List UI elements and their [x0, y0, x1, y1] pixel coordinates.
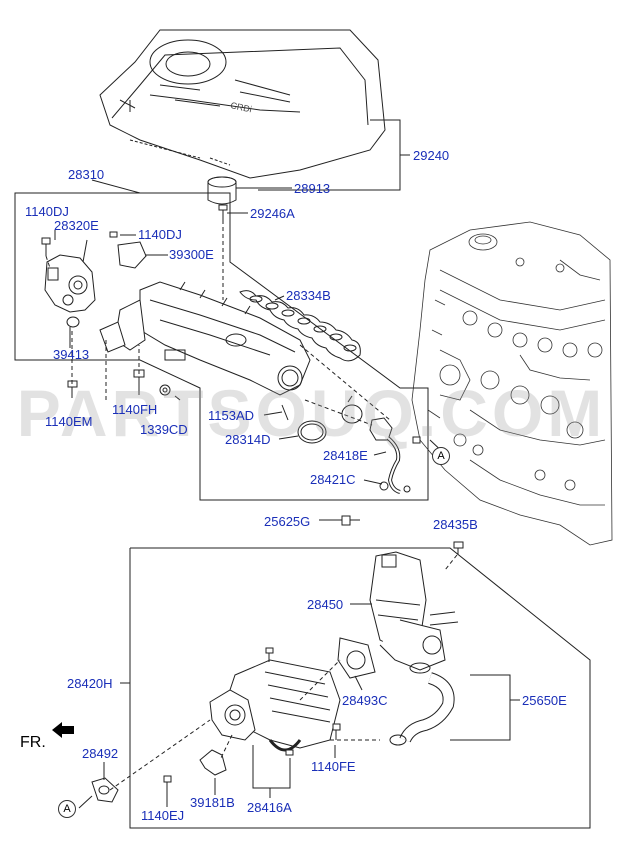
upper-group-frame — [14, 179, 429, 501]
part-label-39181B[interactable]: 39181B — [190, 795, 235, 810]
part-label-28435B[interactable]: 28435B — [433, 517, 478, 532]
actuator-28320E — [44, 254, 96, 313]
part-label-28450[interactable]: 28450 — [307, 597, 344, 612]
part-label-28314D[interactable]: 28314D — [225, 432, 271, 447]
ring-clamp — [341, 395, 363, 424]
egr-valve-28450 — [369, 551, 459, 671]
washer-1339CD — [159, 384, 171, 396]
watermark: PARTSOUQ.COM — [16, 376, 607, 450]
bolt-28435B — [453, 541, 464, 555]
bracket-39181B — [199, 749, 227, 776]
lower-group-frame — [120, 547, 591, 829]
bolt-upper-right — [412, 436, 421, 444]
part-label-28418E[interactable]: 28418E — [323, 448, 368, 463]
bolt-1140DJ-left — [41, 237, 51, 256]
part-label-1140DJ-left[interactable]: 1140DJ — [25, 204, 69, 219]
sensor-39300E — [109, 231, 147, 269]
bolt-1140EJ — [163, 775, 172, 790]
oil-filler-cap — [207, 176, 237, 205]
leader-lines — [54, 119, 520, 809]
gasket-28492 — [91, 777, 119, 803]
bolt-25625G — [341, 515, 360, 526]
connector-marker-a-upper: A — [432, 447, 450, 465]
hose-28418E — [369, 417, 411, 494]
part-label-28310[interactable]: 28310 — [68, 167, 105, 182]
part-label-25650E[interactable]: 25650E — [522, 693, 567, 708]
part-label-28416A[interactable]: 28416A — [247, 800, 292, 815]
part-label-28420H[interactable]: 28420H — [67, 676, 113, 691]
gasket-28493C — [337, 637, 376, 679]
part-label-39300E[interactable]: 39300E — [169, 247, 214, 262]
part-label-1339CD[interactable]: 1339CD — [140, 422, 188, 437]
svg-text:CRDi: CRDi — [230, 100, 253, 114]
pin-1153AD — [281, 404, 289, 421]
o-ring-28314D — [297, 420, 327, 444]
part-label-28334B[interactable]: 28334B — [286, 288, 331, 303]
part-label-39413[interactable]: 39413 — [53, 347, 90, 362]
part-label-1140FE[interactable]: 1140FE — [311, 759, 356, 774]
engine-cover: CRDi — [99, 29, 386, 179]
part-label-1153AD[interactable]: 1153AD — [208, 408, 255, 423]
dashed-leaders-upper — [45, 220, 391, 426]
bolt-1140FE — [332, 723, 341, 740]
intake-manifold — [99, 281, 311, 396]
part-label-1140EJ[interactable]: 1140EJ — [141, 808, 185, 823]
part-label-1140FH[interactable]: 1140FH — [112, 402, 158, 417]
engine-block — [411, 221, 613, 546]
front-direction-label: FR. — [20, 734, 46, 751]
part-label-25625G[interactable]: 25625G — [264, 514, 311, 529]
part-label-28493C[interactable]: 28493C — [342, 693, 388, 708]
part-label-28492[interactable]: 28492 — [82, 746, 119, 761]
dashed-leaders-lower — [109, 554, 458, 791]
bolt-29246A — [218, 204, 228, 220]
bolt-28416A-b — [285, 749, 294, 756]
front-direction-arrow — [52, 722, 74, 738]
bolt-28416A-a — [265, 647, 274, 662]
part-label-28421C[interactable]: 28421C — [310, 472, 356, 487]
egr-cooler — [209, 659, 341, 752]
part-label-28320E[interactable]: 28320E — [54, 218, 99, 233]
part-label-1140EM[interactable]: 1140EM — [45, 414, 93, 429]
o-ring-39413 — [66, 316, 80, 328]
part-label-28913[interactable]: 28913 — [294, 181, 331, 196]
gasket-28334B — [239, 290, 361, 362]
connector-marker-a-lower: A — [58, 800, 76, 818]
part-label-29240[interactable]: 29240 — [413, 148, 450, 163]
part-label-29246A[interactable]: 29246A — [250, 206, 295, 221]
part-label-1140DJ-right[interactable]: 1140DJ — [138, 227, 182, 242]
hose-25650E — [389, 662, 455, 746]
